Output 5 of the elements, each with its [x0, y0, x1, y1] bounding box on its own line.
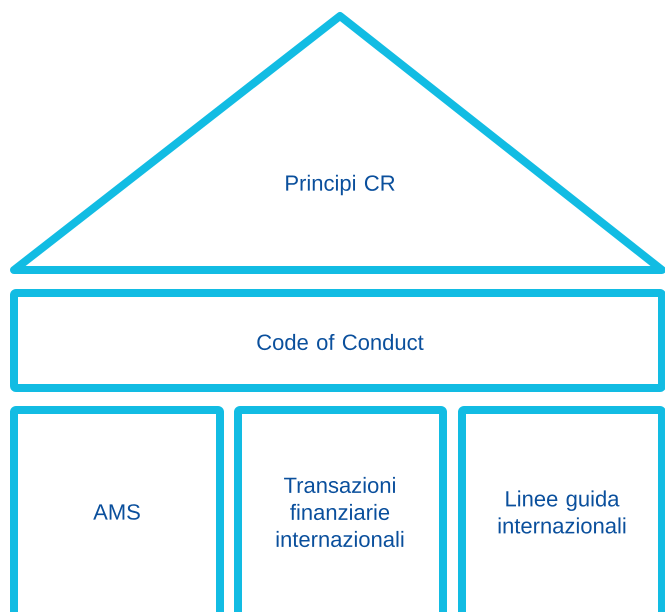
pillar-box: Transazioni finanziarie internazionali — [234, 406, 447, 612]
pillar-box: Linee guida internazionali — [458, 406, 665, 612]
beam-box: Code of Conduct — [10, 289, 665, 392]
pillar-box: AMS — [10, 406, 224, 612]
roof-triangle: Principi CR — [10, 12, 665, 274]
